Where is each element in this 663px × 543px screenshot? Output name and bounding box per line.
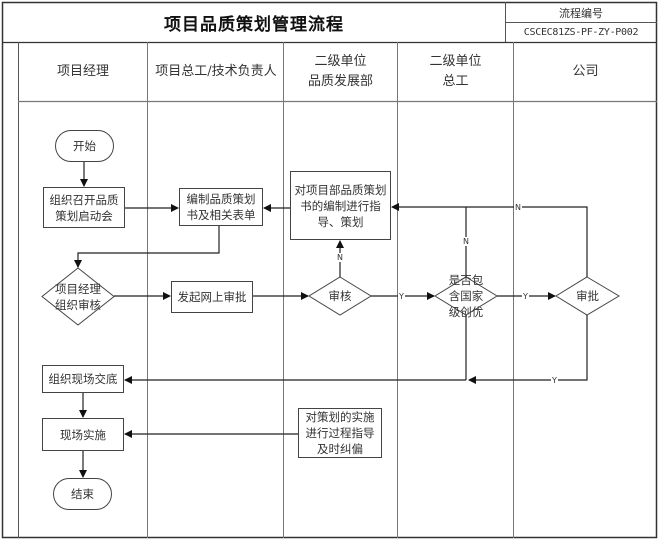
- approval-no-label: N: [514, 203, 522, 212]
- end-terminal[interactable]: [53, 478, 112, 510]
- process-code-value: CSCEC81ZS-PF-ZY-P002: [523, 27, 639, 38]
- edge-compile-to-pm-review: [74, 226, 220, 268]
- lane-header-unit-chief-engineer: 二级单位 总工: [429, 53, 482, 89]
- page-title: 项目品质策划管理流程: [164, 14, 344, 35]
- site-implementation-box[interactable]: [42, 418, 124, 451]
- compile-plan-box[interactable]: [179, 188, 263, 226]
- edge-approval-no-to-guide: [391, 203, 588, 277]
- national-award-diamond[interactable]: [434, 276, 498, 316]
- company-approval-diamond[interactable]: [555, 276, 620, 316]
- lane-header-quality-dept: 二级单位 品质发展部: [307, 53, 373, 89]
- lane-header-chief-engineer: 项目总工/技术负责人: [155, 63, 277, 79]
- start-terminal[interactable]: [55, 130, 114, 162]
- pm-review-diamond[interactable]: [41, 267, 115, 326]
- online-approval-box[interactable]: [171, 281, 253, 313]
- process-guidance-box[interactable]: [298, 408, 382, 458]
- approval-yes-label: Y: [551, 376, 558, 385]
- process-code-label: 流程编号: [559, 6, 603, 20]
- award-yes-label: Y: [522, 292, 529, 301]
- lane-header-company: 公司: [572, 63, 599, 79]
- lane-header-project-manager: 项目经理: [56, 63, 109, 79]
- review-diamond[interactable]: [308, 276, 372, 316]
- award-no-label: N: [462, 237, 470, 246]
- guide-planning-box[interactable]: [290, 171, 391, 240]
- edge-approval-yes-to-merge: [468, 315, 588, 384]
- review-no-label: N: [336, 253, 344, 262]
- review-yes-label: Y: [398, 292, 405, 301]
- kickoff-meeting-box[interactable]: [43, 187, 125, 228]
- site-briefing-box[interactable]: [42, 365, 124, 393]
